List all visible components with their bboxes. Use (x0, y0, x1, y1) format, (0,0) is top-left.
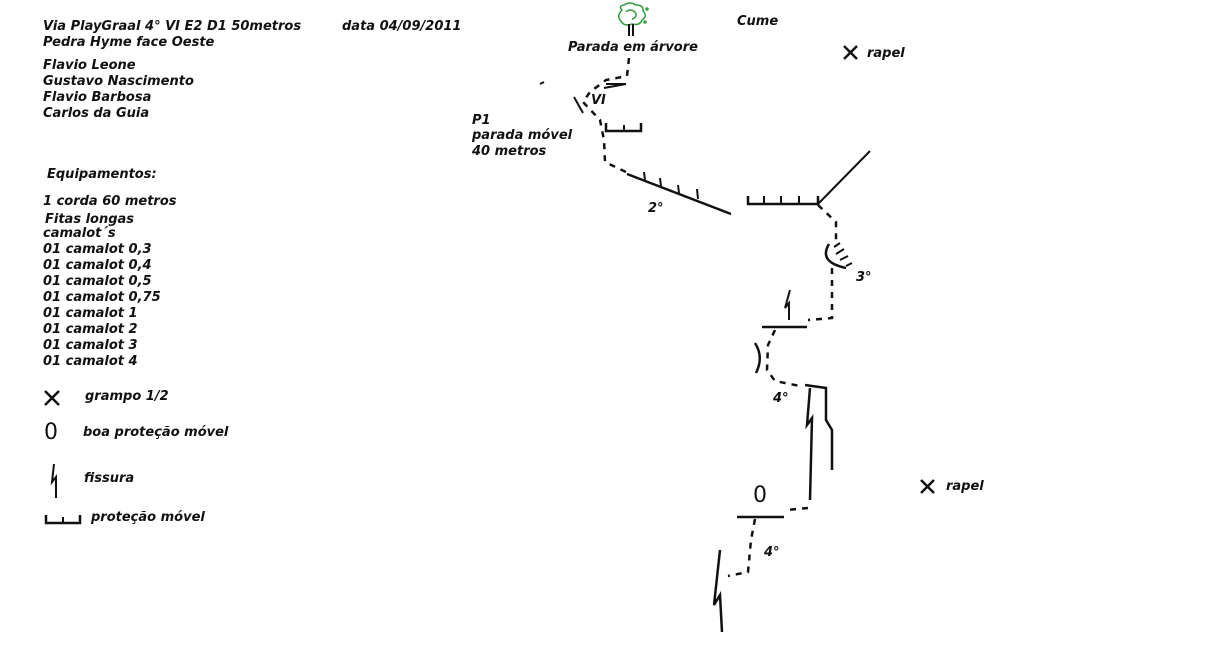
equipment-title: Equipamentos: (47, 167, 157, 182)
legend-good-protection-label: boa proteção móvel (83, 425, 229, 440)
legend-crack-icon (50, 463, 57, 498)
equipment-item: 01 camalot 0,5 (43, 274, 152, 289)
route-line (727, 518, 757, 578)
route-face: Pedra Hyme face Oeste (43, 35, 215, 50)
legend-protection-label: proteção móvel (91, 510, 205, 525)
p1-length: 40 metros (472, 144, 547, 159)
pitch-2-ledge (626, 172, 732, 216)
pitch-grade-2: 2° (648, 201, 664, 216)
crack-icon (784, 289, 791, 320)
legend-crack-label: fissura (84, 471, 135, 486)
p1-description: parada móvel (472, 128, 573, 143)
route-line (581, 57, 631, 174)
tree-icon (618, 2, 649, 26)
legend-bolt-label: grampo 1/2 (85, 389, 169, 404)
equipment-item: 01 camalot 2 (43, 322, 138, 337)
equipment-item: 1 corda 60 metros (43, 194, 177, 209)
legend-good-protection-symbol: 0 (44, 420, 58, 445)
equipment-item: 01 camalot 1 (43, 306, 138, 321)
crux-crack-icon (573, 96, 584, 114)
rappel-bolt-icon-bottom (920, 479, 935, 494)
equipment-item: 01 camalot 0,75 (43, 290, 161, 305)
equipment-item: 01 camalot 0,3 (43, 242, 152, 257)
good-protection-symbol: 0 (753, 483, 767, 508)
pitch-grade-4-lower: 4° (764, 545, 780, 560)
rappel-label-bottom: rapel (946, 479, 984, 494)
tree-anchor-label: Parada em árvore (568, 40, 698, 55)
corner-crack-icon (805, 387, 814, 501)
equipment-item: 01 camalot 0,4 (43, 258, 152, 273)
summit-label: Cume (737, 14, 779, 29)
belay-ledge-protection (746, 196, 820, 206)
route-date: data 04/09/2011 (342, 19, 462, 34)
pitch-2-protection-ticks (643, 171, 699, 200)
equipment-item: 01 camalot 3 (43, 338, 138, 353)
route-title: Via PlayGraal 4° VI E2 D1 50metros (43, 19, 302, 34)
rappel-bolt-icon-top (843, 45, 858, 60)
pitch-3-overhang-icon (824, 243, 847, 270)
grade-vi-label: VI (591, 93, 606, 108)
route-line (817, 204, 838, 245)
route-line (785, 506, 809, 512)
corner-crack-icon (804, 383, 834, 470)
pitch-grade-4-upper: 4° (773, 391, 789, 406)
crux-crack-icon (603, 83, 627, 89)
route-line (765, 329, 801, 388)
rappel-label-top: rapel (867, 46, 905, 61)
legend-bolt-icon (44, 390, 60, 406)
climber-name: Carlos da Guia (43, 106, 150, 121)
equipment-item: 01 camalot 4 (43, 354, 138, 369)
route-line (807, 268, 834, 322)
bulge-icon (753, 342, 761, 374)
p1-title: P1 (472, 113, 491, 128)
climber-name: Flavio Leone (43, 58, 136, 73)
climber-name: Gustavo Nascimento (43, 74, 194, 89)
equipment-item: Fitas longas (45, 212, 135, 227)
pitch-3-overhang-icon (833, 242, 853, 267)
rock-edge (817, 150, 871, 205)
equipment-item: camalot´s (43, 226, 116, 241)
lower-crack-icon (712, 549, 724, 633)
route-start-mark (539, 81, 545, 85)
climber-name: Flavio Barbosa (43, 90, 152, 105)
pitch-grade-3: 3° (856, 270, 872, 285)
